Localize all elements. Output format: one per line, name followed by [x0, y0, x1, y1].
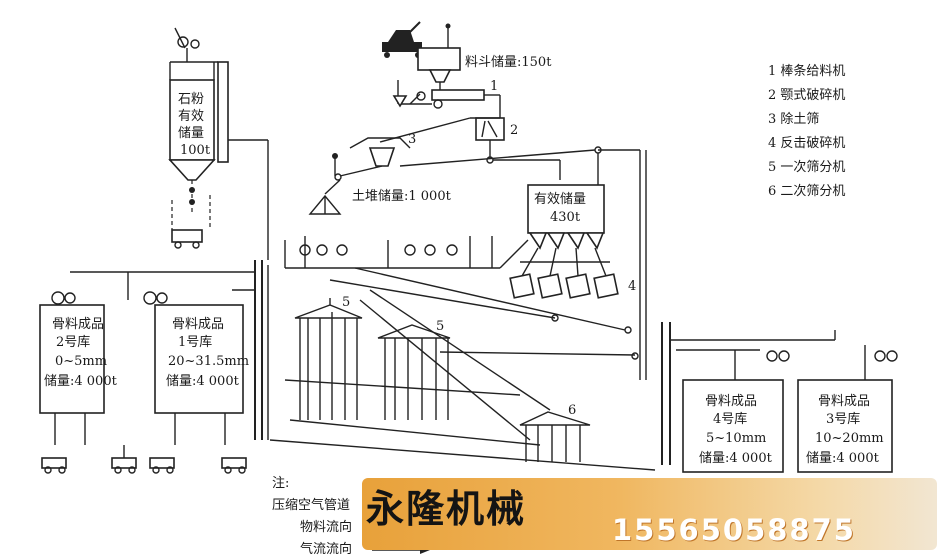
watermark-phone: 15565058875 [612, 513, 856, 547]
legend-item-3: 3 除土筛 [768, 112, 819, 127]
silo-3 [797, 345, 898, 473]
notes-head: 注: [272, 476, 289, 491]
silo1-line2: 1号库 [178, 334, 212, 350]
silo2-line1: 骨料成品 [52, 317, 104, 332]
notes-air-pipe: 压缩空气管道 [272, 497, 350, 513]
silo2-line2: 2号库 [56, 334, 90, 350]
label-5b: 5 [436, 319, 444, 334]
silo1-line4: 储量:4 000t [166, 374, 240, 389]
legend-item-4: 4 反击破碎机 [768, 136, 845, 151]
impact-crushers-4 [509, 247, 619, 299]
silo3-line2: 3号库 [826, 411, 860, 427]
legend-item-2: 2 颚式破碎机 [768, 88, 845, 103]
hopper-label: 料斗储量:150t [465, 55, 552, 70]
silo3-line1: 骨料成品 [818, 394, 870, 409]
label-1: 1 [490, 79, 498, 94]
silo3-line3: 10~20mm [815, 431, 884, 446]
silo3-line4: 储量:4 000t [806, 451, 880, 466]
notes: 注: 压缩空气管道 物料流向 气流流向 [272, 476, 430, 555]
surge-bin [527, 184, 605, 250]
conveyors [269, 267, 656, 471]
watermark-banner [362, 478, 937, 550]
soil-pile [308, 179, 342, 215]
silo-1 [143, 289, 255, 474]
notes-air-flow: 气流流向 [300, 541, 352, 555]
silo4-line2: 4号库 [713, 411, 747, 427]
legend: 1 棒条给料机 2 颚式破碎机 3 除土筛 4 反击破碎机 5 一次筛分机 6 … [768, 63, 845, 199]
stone-label-4: 100t [180, 143, 211, 158]
silo-4 [682, 350, 790, 473]
label-6: 6 [568, 403, 576, 418]
legend-item-1: 1 棒条给料机 [768, 63, 845, 79]
label-5a: 5 [342, 295, 350, 310]
watermark-company: 永隆机械 [366, 487, 527, 531]
label-3: 3 [408, 132, 416, 147]
silo-2 [39, 271, 255, 474]
stone-label-1: 石粉 [178, 92, 204, 107]
silo4-line3: 5~10mm [706, 431, 766, 446]
silo2-line3: 0~5mm [55, 354, 107, 369]
excavator-icon [382, 21, 422, 58]
soil-label: 土堆储量:1 000t [352, 189, 452, 204]
stone-powder-silo [168, 27, 269, 260]
silo1-line1: 骨料成品 [172, 317, 224, 332]
bin-label-1: 有效储量 [534, 192, 586, 207]
primary-screen-5b [377, 324, 451, 420]
dust-collectors-row [284, 236, 529, 269]
bin-label-2: 430t [550, 210, 581, 225]
notes-material-flow: 物料流向 [300, 519, 352, 535]
label-4: 4 [628, 279, 636, 294]
stone-label-2: 有效 [178, 109, 204, 124]
silo2-line4: 储量:4 000t [44, 374, 118, 389]
legend-item-5: 5 一次筛分机 [768, 159, 845, 175]
silo1-line3: 20~31.5mm [168, 354, 249, 369]
secondary-screen-6 [519, 411, 591, 462]
legend-item-6: 6 二次筛分机 [768, 183, 845, 199]
soil-screen-3 [332, 137, 411, 181]
hopper [417, 23, 461, 90]
bar-feeder-1 [392, 80, 501, 118]
primary-screen-5a [294, 298, 363, 420]
jaw-crusher-2 [475, 117, 560, 164]
stone-label-3: 储量 [178, 126, 204, 141]
silo4-line4: 储量:4 000t [699, 451, 773, 466]
silo4-line1: 骨料成品 [705, 394, 757, 409]
label-2: 2 [510, 123, 518, 138]
